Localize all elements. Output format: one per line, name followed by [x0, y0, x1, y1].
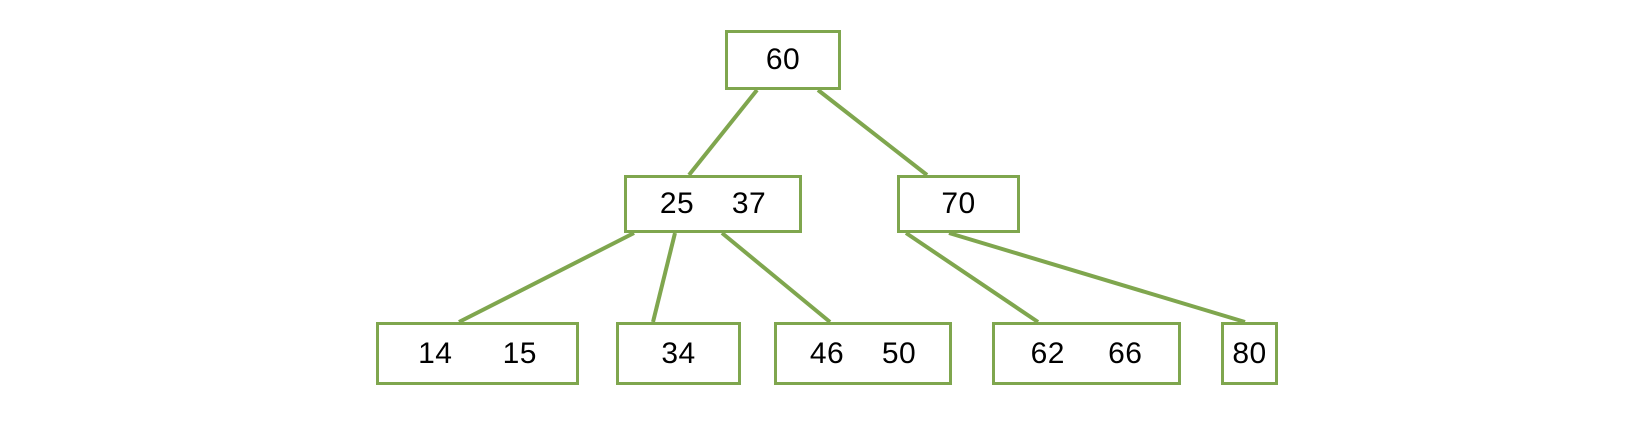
node-key: 34: [661, 336, 696, 370]
tree-edge: [458, 231, 635, 324]
tree-edge: [651, 232, 677, 323]
node-key: 15: [502, 336, 537, 370]
node-key: 14: [418, 336, 453, 370]
node-key: 62: [1030, 336, 1065, 370]
node-key: 60: [765, 43, 801, 76]
node-key: 25: [659, 187, 695, 220]
tree-node[interactable]: 70: [897, 175, 1020, 233]
tree-edge: [720, 231, 832, 324]
tree-node[interactable]: 25 37: [624, 175, 802, 233]
tree-node[interactable]: 14 15: [376, 322, 579, 385]
tree-edge: [948, 231, 1246, 324]
tree-edge: [816, 88, 929, 177]
tree-edge: [687, 88, 759, 177]
node-key: 66: [1108, 336, 1143, 370]
node-key: 46: [809, 336, 845, 370]
tree-node[interactable]: 62 66: [992, 322, 1181, 385]
tree-node[interactable]: 60: [725, 30, 841, 90]
node-key: 70: [941, 187, 976, 220]
tree-edge: [904, 231, 1040, 324]
tree-node[interactable]: 34: [616, 322, 741, 385]
tree-node[interactable]: 80: [1221, 322, 1278, 385]
tree-node[interactable]: 46 50: [774, 322, 952, 385]
node-key: 37: [731, 187, 767, 220]
node-key: 50: [881, 336, 917, 370]
node-key: 80: [1232, 336, 1267, 370]
